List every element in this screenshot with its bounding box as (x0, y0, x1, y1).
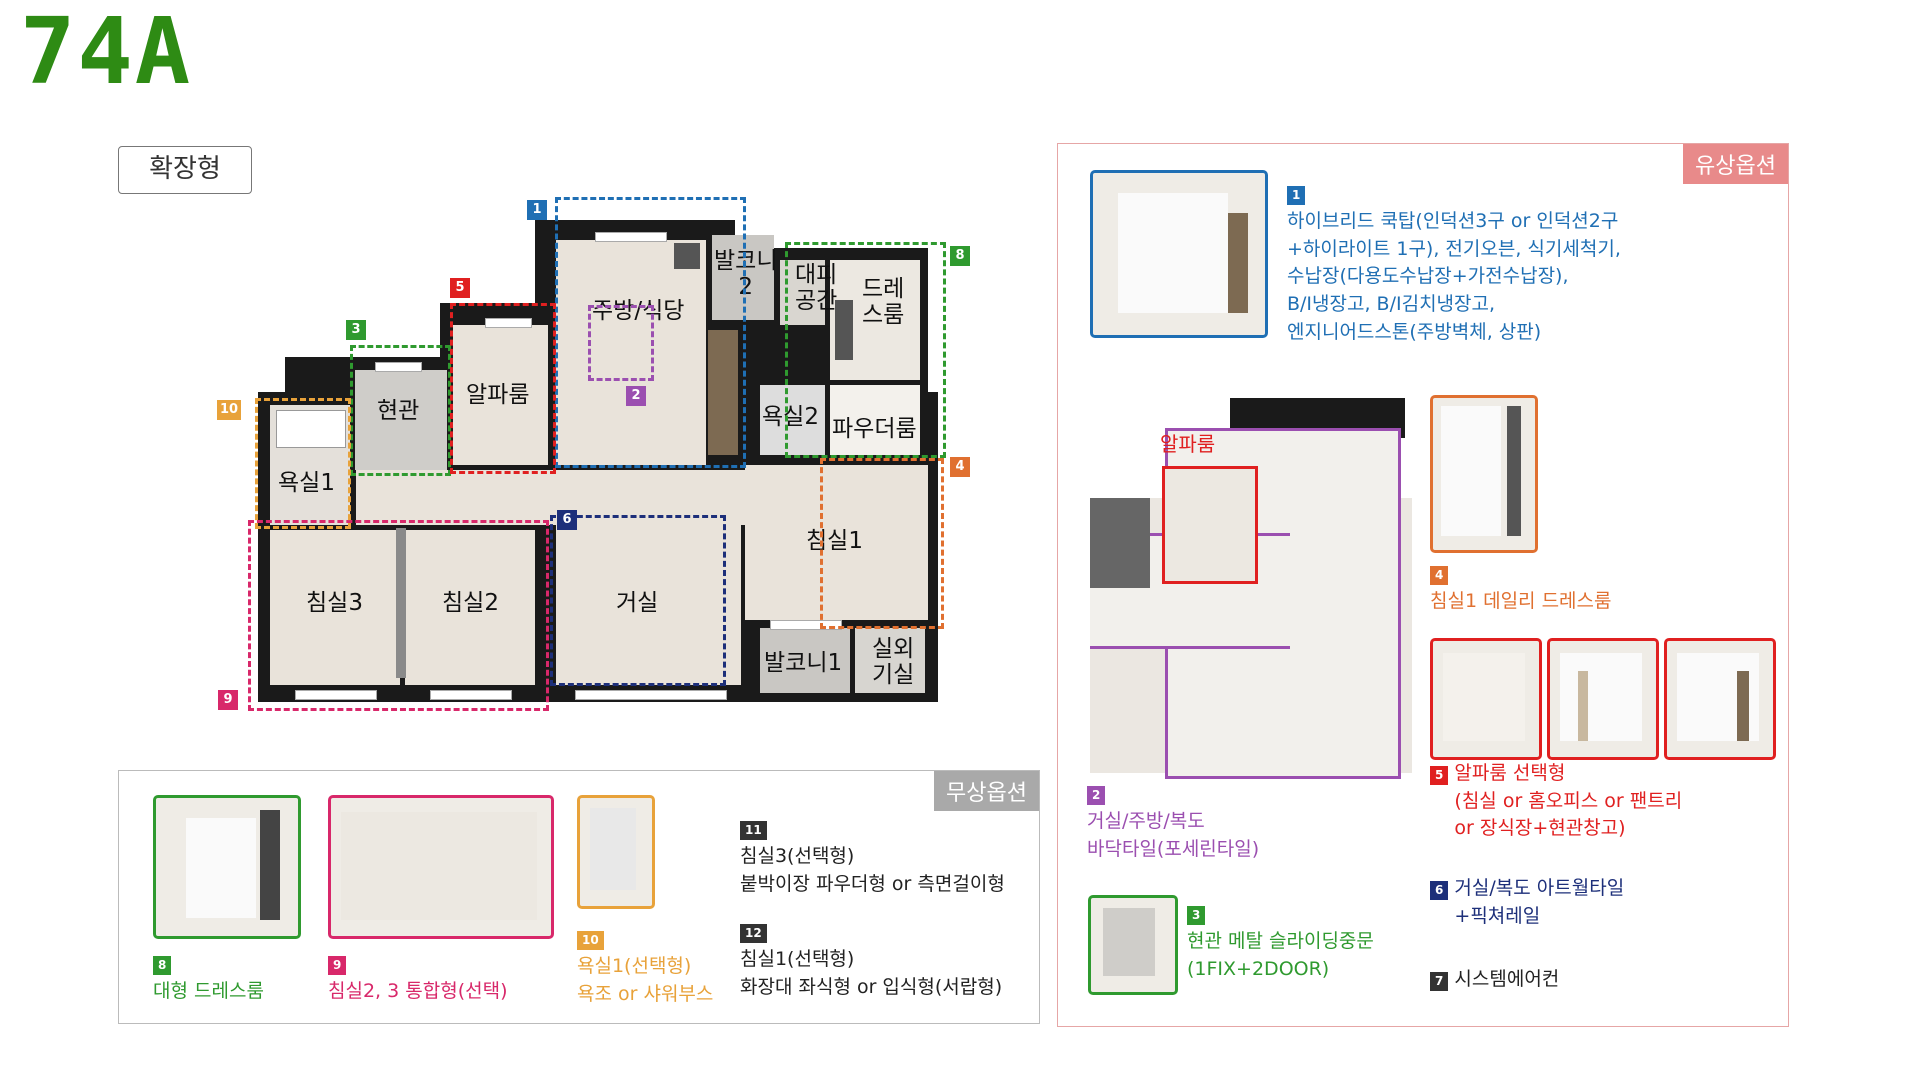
label-alpha: 알파룸 (466, 382, 530, 408)
area-option-1 (555, 197, 746, 468)
marker-8: 8 (950, 246, 970, 266)
marker-10: 10 (217, 400, 241, 420)
paid-plan-thumbnail (1090, 398, 1412, 779)
option-11-text: 11 침실3(선택형) 붙박이장 파우더형 or 측면걸이형 (740, 821, 1005, 895)
room-kitchen (556, 240, 706, 465)
option-6-text: 6 거실/복도 아트월타일 +픽쳐레일 (1430, 875, 1624, 930)
type-button-extended[interactable]: 확장형 (118, 146, 252, 194)
room-bed1 (745, 465, 928, 620)
room-entrance (355, 370, 447, 470)
area-option-6 (550, 515, 726, 686)
area-option-3 (350, 345, 451, 476)
label-outdoor: 실외 기실 (872, 636, 915, 689)
label-shelter: 대피 공간 (795, 262, 838, 315)
thumb-option-5-c[interactable] (1664, 638, 1776, 760)
option-1-text: 1 하이브리드 쿡탑(인덕션3구 or 인덕션2구 +하이라이트 1구), 전기… (1287, 186, 1621, 343)
label-bed2: 침실2 (442, 590, 499, 616)
thumb-option-3 (1088, 895, 1178, 995)
thumb-option-5-b[interactable] (1547, 638, 1659, 760)
plan-title: 74A (20, 0, 193, 105)
room-living (556, 470, 741, 685)
thumb-option-10 (577, 795, 655, 909)
label-entrance: 현관 (377, 398, 420, 424)
option-9-text: 9 침실2, 3 통합형(선택) (328, 956, 508, 1003)
option-5-text: 5 알파룸 선택형 (침실 or 홈오피스 or 팬트리 or 장식장+현관창고… (1430, 760, 1682, 843)
thumb-option-9 (328, 795, 554, 939)
room-balcony1 (760, 628, 850, 693)
thumb-option-1 (1090, 170, 1268, 338)
label-powder: 파우더룸 (832, 416, 917, 442)
marker-9: 9 (218, 690, 238, 710)
area-option-4 (820, 458, 944, 629)
option-3-text: 3 현관 메탈 슬라이딩중문 (1FIX+2DOOR) (1187, 906, 1374, 980)
area-option-2 (588, 305, 654, 381)
room-alpha (453, 325, 548, 465)
room-bed3 (270, 530, 400, 685)
marker-5: 5 (450, 278, 470, 298)
option-4-text: 4 침실1 데일리 드레스룸 (1430, 566, 1612, 613)
area-option-5 (450, 303, 556, 474)
label-balcony1: 발코니1 (764, 650, 843, 676)
option-12-text: 12 침실1(선택형) 화장대 좌식형 or 입식형(서랍형) (740, 924, 1003, 998)
alpha-label: 알파룸 (1160, 432, 1216, 456)
paid-options-panel: 유상옵션 (1057, 143, 1789, 1027)
label-kitchen: 주방/식당 (592, 298, 685, 324)
marker-6: 6 (557, 510, 577, 530)
marker-3: 3 (346, 320, 366, 340)
thumb-option-8 (153, 795, 301, 939)
free-options-panel: 무상옵션 (118, 770, 1040, 1024)
area-option-8 (785, 242, 946, 458)
room-bed2 (405, 530, 535, 685)
room-powder (830, 385, 920, 455)
option-2-text: 2 거실/주방/복도 바닥타일(포세린타일) (1087, 786, 1260, 860)
thumb-option-4 (1430, 395, 1538, 553)
label-bath1: 욕실1 (278, 470, 335, 496)
label-bed3: 침실3 (306, 590, 363, 616)
marker-1: 1 (527, 200, 547, 220)
paid-options-tag: 유상옵션 (1683, 144, 1788, 184)
option-7-text: 7 시스템에어컨 (1430, 966, 1559, 994)
area-option-9 (248, 520, 549, 711)
free-options-tag: 무상옵션 (934, 771, 1039, 811)
option-8-text: 8 대형 드레스룸 (153, 956, 264, 1003)
label-bed1: 침실1 (806, 528, 863, 554)
room-bath2 (760, 385, 825, 455)
area-option-10 (255, 398, 351, 529)
label-living: 거실 (616, 590, 659, 616)
marker-2: 2 (626, 386, 646, 406)
room-outdoor (855, 628, 925, 693)
marker-4: 4 (950, 457, 970, 477)
label-bath2: 욕실2 (762, 404, 819, 430)
label-dress: 드레 스룸 (862, 276, 905, 329)
floor-plan: 욕실1 현관 알파룸 주방/식당 발코니 2 대피 공간 드레 스룸 욕실2 파… (0, 0, 970, 720)
option-10-text: 10 욕실1(선택형) 욕조 or 샤워부스 (577, 931, 714, 1005)
thumb-option-5-a[interactable] (1430, 638, 1542, 760)
